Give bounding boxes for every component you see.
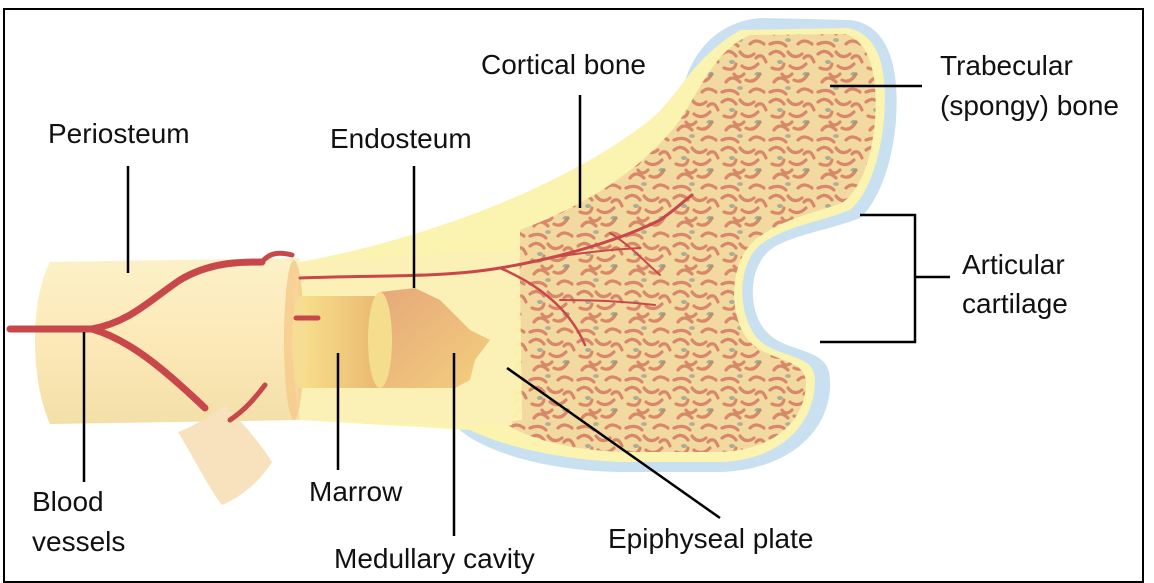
label-endosteum: Endosteum xyxy=(330,121,472,157)
label-marrow: Marrow xyxy=(309,474,402,510)
label-articular-line2: cartilage xyxy=(962,286,1068,322)
label-trabecular-line2: (spongy) bone xyxy=(940,88,1119,124)
periosteum-shape xyxy=(35,258,300,424)
label-trabecular-line1: Trabecular xyxy=(940,48,1073,84)
label-blood-line2: vessels xyxy=(32,524,125,560)
label-blood-line1: Blood xyxy=(32,484,104,520)
label-cortical-bone: Cortical bone xyxy=(481,47,646,83)
label-articular-line1: Articular xyxy=(962,247,1065,283)
label-epiphyseal-plate: Epiphyseal plate xyxy=(608,521,813,557)
articular-bracket xyxy=(820,215,915,342)
label-medullary-cavity: Medullary cavity xyxy=(334,541,535,577)
label-periosteum: Periosteum xyxy=(48,116,190,152)
